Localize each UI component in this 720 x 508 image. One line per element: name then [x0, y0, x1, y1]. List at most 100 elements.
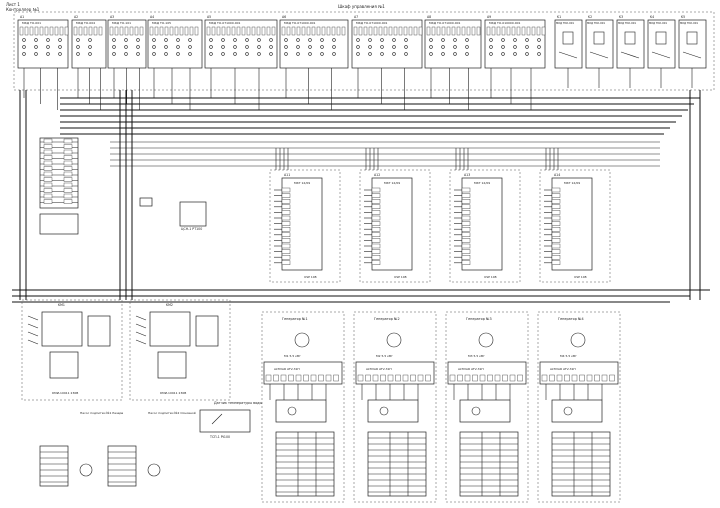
module-pin	[221, 26, 226, 36]
terminal-table	[367, 431, 427, 497]
contactor-block	[551, 399, 603, 423]
module-contact	[380, 38, 384, 42]
module-contact	[176, 45, 180, 49]
module-pin	[226, 26, 231, 36]
module-label: МКД ТО-071000.001	[356, 21, 388, 25]
module-contact	[136, 38, 140, 42]
module-pin	[373, 26, 378, 36]
module-contact	[296, 38, 300, 42]
sensor-block	[199, 409, 251, 433]
module-contact	[489, 38, 493, 42]
module-contact	[441, 38, 445, 42]
drive-pin	[509, 374, 516, 382]
motor-symbol	[386, 332, 402, 348]
controller-pin	[461, 226, 471, 232]
starter-contact	[135, 339, 147, 345]
drive-pin	[402, 374, 409, 382]
bus-wiring	[12, 90, 710, 303]
controller-pin	[461, 243, 471, 249]
controller-pin	[461, 210, 471, 215]
drive-pin	[541, 374, 548, 382]
controller-pin	[551, 249, 561, 254]
terminal-pin	[43, 182, 53, 188]
relay-coil	[655, 31, 667, 45]
controller-pin	[461, 187, 471, 193]
drive-pin	[417, 374, 424, 382]
side-motor-symbol	[79, 463, 93, 477]
controller-pin	[371, 243, 381, 249]
module-pos: A4	[150, 15, 154, 19]
pump-frame	[537, 311, 621, 503]
drive-pin	[449, 374, 456, 382]
drive-pin	[288, 374, 294, 382]
relay-label: МКД ТКК-001	[618, 21, 636, 25]
module-contact	[245, 38, 249, 42]
drive-pin	[410, 374, 416, 382]
controller-pin	[461, 198, 471, 204]
module-contact	[269, 52, 273, 56]
drive-pin	[357, 374, 364, 382]
controller-pin	[281, 249, 291, 254]
motor-label: М3 5.5 кВт	[468, 354, 485, 358]
module-contact	[112, 52, 116, 56]
controller-pin	[461, 232, 471, 238]
relay-coil	[624, 31, 636, 45]
module-contact	[453, 38, 457, 42]
relay-contact	[620, 51, 640, 59]
module-pin	[281, 26, 286, 36]
module-pin	[413, 26, 418, 36]
contactor-coil	[563, 406, 573, 416]
controller-pin	[371, 210, 381, 215]
controller-frame	[359, 169, 431, 283]
module-pin	[418, 26, 423, 36]
module-contact	[525, 45, 529, 49]
starter-pos: KM1	[58, 303, 65, 307]
relay-coil	[562, 31, 574, 45]
drive-pin	[365, 374, 371, 382]
controller-pin	[461, 221, 471, 226]
terminal-pin	[63, 144, 73, 149]
module-pin	[296, 26, 301, 36]
terminal-pin	[63, 160, 73, 166]
module-pos: A9	[487, 15, 491, 19]
module-contact	[332, 38, 336, 42]
drive-pin	[265, 374, 272, 382]
module-contact	[245, 52, 249, 56]
module-label: МКД ТО-101	[112, 21, 131, 25]
module-pin	[236, 26, 241, 36]
controller-pin	[461, 260, 471, 265]
controller-pin	[281, 221, 291, 226]
module-contact	[164, 38, 168, 42]
drive-pin	[609, 374, 615, 382]
module-pin	[388, 26, 393, 36]
terminal-pin	[43, 144, 53, 149]
cabinet-outline	[13, 11, 715, 91]
module-contact	[221, 52, 225, 56]
drive-pin	[387, 374, 394, 382]
drive-pin	[472, 374, 478, 382]
module-pin	[184, 26, 189, 36]
controller-label: МКТ 12/09	[564, 181, 580, 185]
module-pin	[216, 26, 221, 36]
module-pin	[321, 26, 326, 36]
module-contact	[34, 38, 38, 42]
module-contact	[453, 52, 457, 56]
terminal-pin	[43, 188, 53, 193]
starter-block	[41, 311, 83, 347]
starter-contact	[27, 323, 39, 329]
module-pin	[511, 26, 516, 36]
contactor-coil	[471, 406, 481, 416]
starter-contact	[27, 315, 39, 321]
module-pin	[301, 26, 306, 36]
module-contact	[233, 52, 237, 56]
drive-pin	[395, 374, 401, 382]
module-contact	[380, 45, 384, 49]
pump-title: Генератор №2	[374, 317, 400, 321]
module-contact	[308, 45, 312, 49]
module-contact	[22, 52, 26, 56]
module-pos: A8	[427, 15, 431, 19]
controller-pin	[461, 238, 471, 243]
module-contact	[404, 52, 408, 56]
module-pin	[139, 26, 144, 36]
